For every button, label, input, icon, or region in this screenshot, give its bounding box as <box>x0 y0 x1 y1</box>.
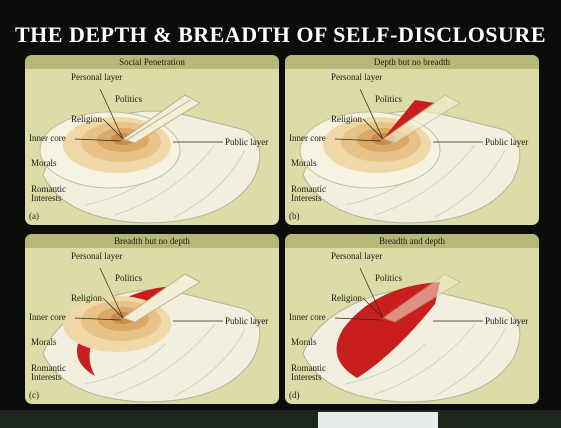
label-personal-layer: Personal layer <box>71 73 122 82</box>
panel-letter: (a) <box>29 211 39 221</box>
label-public-layer: Public layer <box>225 317 268 326</box>
panel-letter: (b) <box>289 211 300 221</box>
label-morals: Morals <box>291 338 317 347</box>
label-politics: Politics <box>375 95 402 104</box>
label-inner-core: Inner core <box>29 134 66 143</box>
label-politics: Politics <box>115 274 142 283</box>
label-romantic-interests: Romantic Interests <box>31 364 83 382</box>
label-inner-core: Inner core <box>289 313 326 322</box>
label-politics: Politics <box>375 274 402 283</box>
label-morals: Morals <box>291 159 317 168</box>
slide-title: THE DEPTH & BREADTH OF SELF-DISCLOSURE <box>0 22 561 48</box>
label-personal-layer: Personal layer <box>71 252 122 261</box>
panel-social-penetration: Social Penetration Personal layer Politi… <box>25 55 279 225</box>
label-personal-layer: Personal layer <box>331 73 382 82</box>
label-religion: Religion <box>331 115 362 124</box>
panel-depth-no-breadth: Depth but no breadth Personal layer Poli… <box>285 55 539 225</box>
label-inner-core: Inner core <box>289 134 326 143</box>
panel-breadth-no-depth: Breadth but no depth Personal layer Poli… <box>25 234 279 404</box>
label-religion: Religion <box>331 294 362 303</box>
label-public-layer: Public layer <box>225 138 268 147</box>
label-politics: Politics <box>115 95 142 104</box>
label-public-layer: Public layer <box>485 317 528 326</box>
label-religion: Religion <box>71 115 102 124</box>
panel-letter: (c) <box>29 390 39 400</box>
panel-breadth-and-depth: Breadth and depth Personal layer Politic… <box>285 234 539 404</box>
bottom-light-patch <box>318 412 438 428</box>
label-romantic-interests: Romantic Interests <box>291 185 343 203</box>
label-public-layer: Public layer <box>485 138 528 147</box>
bottom-border <box>0 410 561 428</box>
label-romantic-interests: Romantic Interests <box>291 364 343 382</box>
label-inner-core: Inner core <box>29 313 66 322</box>
label-religion: Religion <box>71 294 102 303</box>
label-morals: Morals <box>31 159 57 168</box>
label-personal-layer: Personal layer <box>331 252 382 261</box>
label-romantic-interests: Romantic Interests <box>31 185 83 203</box>
panel-letter: (d) <box>289 390 300 400</box>
label-morals: Morals <box>31 338 57 347</box>
